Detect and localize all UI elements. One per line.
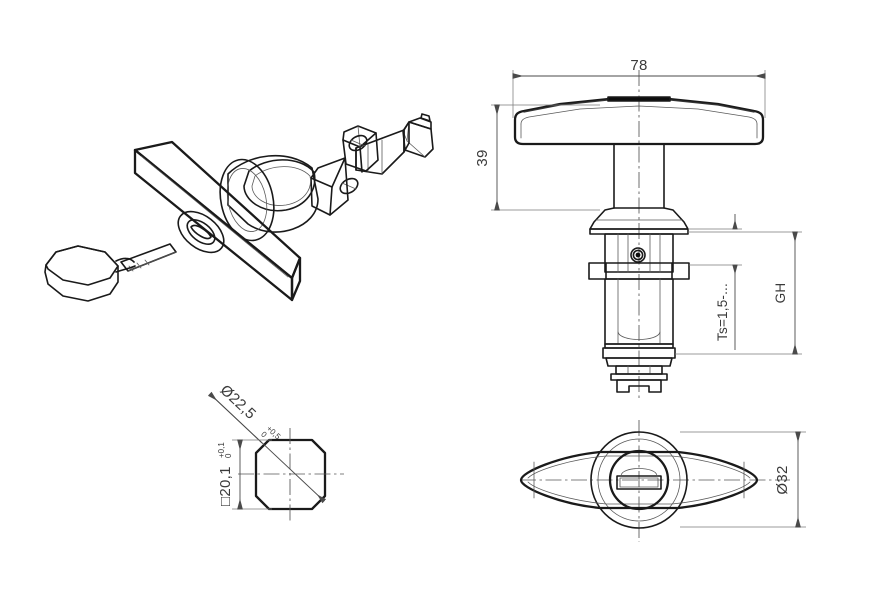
- dimension-39-label: 39: [474, 149, 491, 166]
- cutout-octagon: [254, 438, 327, 511]
- cutout-detail-view: [238, 428, 344, 522]
- dimension-d225-tol-lower: 0: [259, 430, 269, 440]
- plan-lock-cylinder: [608, 449, 670, 511]
- front-lock-barrel: [588, 233, 690, 393]
- iso-t-handle: [133, 140, 302, 302]
- dimension-panel-thickness: Ts=1,5-...: [688, 214, 742, 350]
- plan-bezel-circle-inner: [597, 438, 681, 522]
- front-stem: [613, 143, 665, 209]
- iso-threaded-body: [310, 113, 434, 216]
- dimension-d32-label: Ø32: [774, 465, 791, 494]
- dimension-handle-depth: Ø32: [680, 431, 806, 528]
- dimension-cutout-square: □20,1 +0,1 0: [217, 439, 272, 510]
- dimension-handle-height: 39: [474, 104, 600, 211]
- plan-key-slot: [616, 475, 662, 490]
- plan-bezel-circle: [590, 431, 688, 529]
- dimension-78-label: 78: [630, 57, 647, 74]
- iso-bezel-cone: [219, 154, 319, 242]
- plan-handle-outline: [519, 450, 759, 510]
- dimension-handle-width: 78: [512, 57, 766, 118]
- dimension-grip-height: GH: [675, 231, 802, 355]
- dimension-sq201-tol-upper: +0,1: [217, 442, 226, 458]
- bottom-plan-view: [519, 420, 790, 542]
- front-handle-bar: [513, 96, 765, 146]
- dimension-ts-label: Ts=1,5-...: [715, 283, 730, 341]
- dimension-gh-label: GH: [773, 283, 788, 304]
- dimension-sq201-tol-lower: 0: [224, 453, 233, 458]
- iso-key: [44, 243, 177, 302]
- isometric-view: [44, 113, 434, 302]
- dimension-sq201-label: □20,1: [217, 466, 234, 506]
